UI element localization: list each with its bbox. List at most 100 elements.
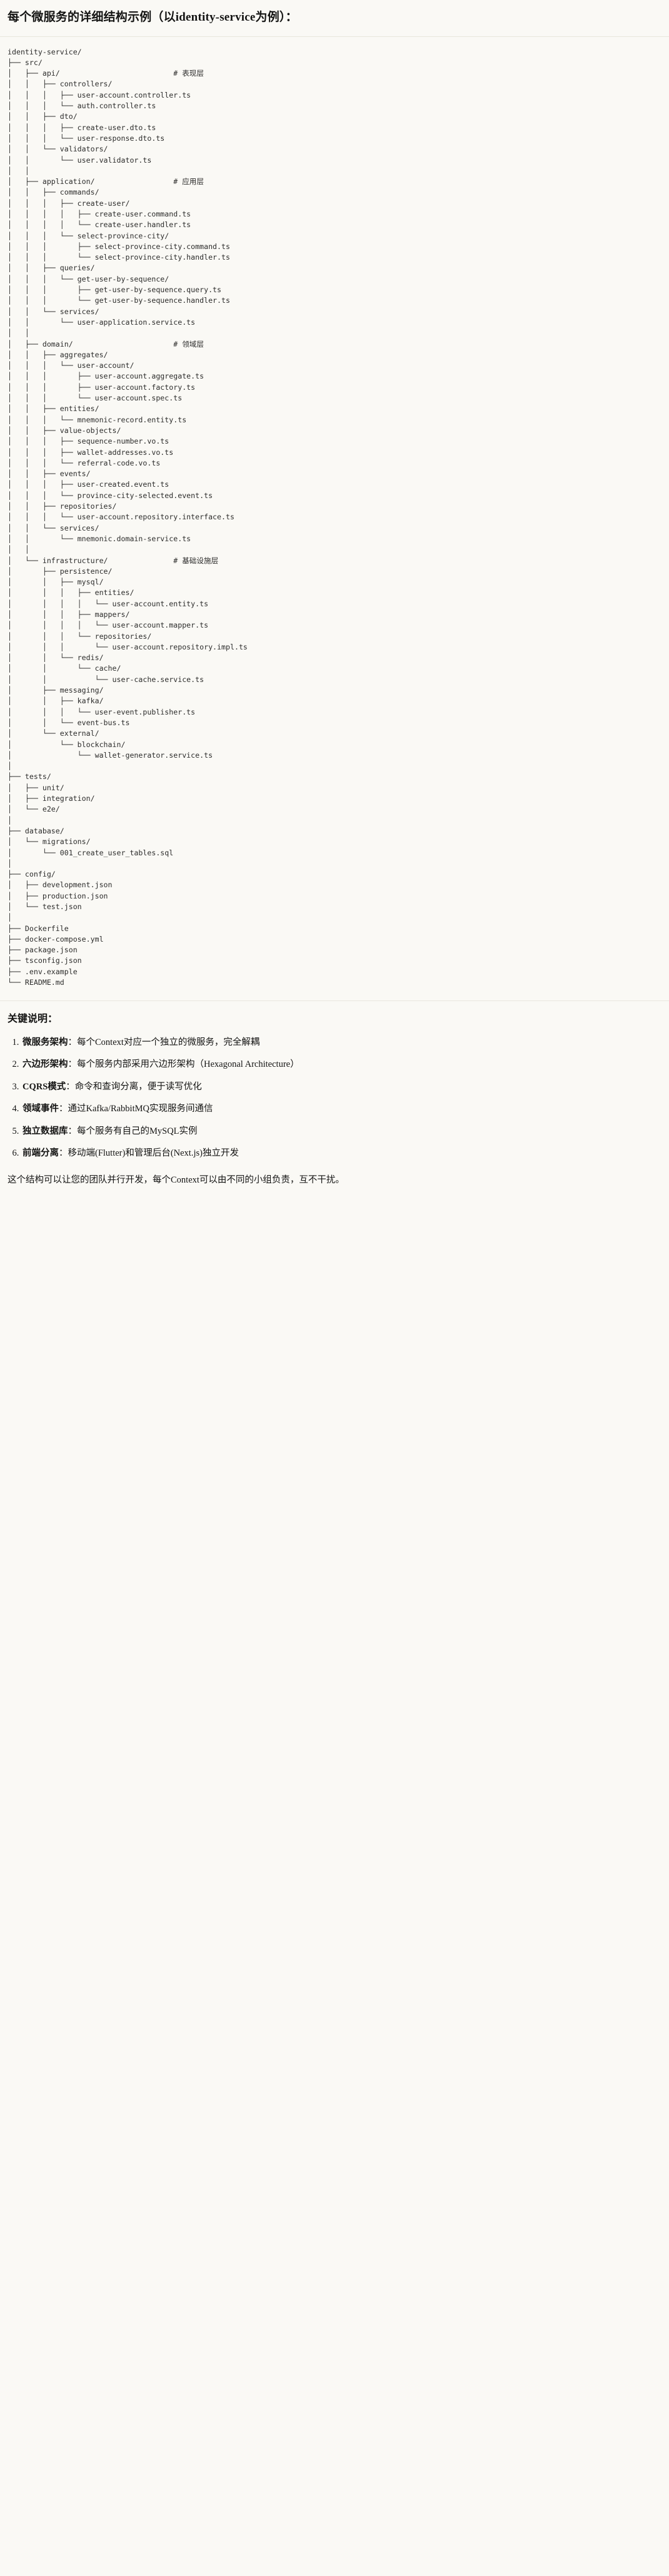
key-point-text: 命令和查询分离，便于读写优化	[74, 1081, 202, 1092]
key-point-item: 领域事件：通过Kafka/RabbitMQ实现服务间通信	[21, 1102, 661, 1116]
tree-line: │ ├── development.json	[8, 880, 113, 890]
key-point-term: 独立数据库	[23, 1126, 68, 1136]
tree-line: │ │ └── redis/	[8, 653, 104, 663]
tree-line: │ │ └── validators/	[8, 145, 108, 154]
tree-line: ├── package.json	[8, 945, 78, 955]
page-title: 每个微服务的详细结构示例（以identity-service为例）：	[8, 11, 298, 24]
key-point-item: 独立数据库：每个服务有自己的MySQL实例	[21, 1124, 661, 1138]
tree-line: │ │ │ └── user-account/	[8, 361, 134, 370]
tree-line: │ │ │ ├── user-created.event.ts	[8, 480, 169, 489]
tree-line: │ │ │ └── auth.controller.ts	[8, 101, 156, 111]
tree-line: │ └── wallet-generator.service.ts	[8, 750, 213, 760]
tree-line: │ │ │ └── mnemonic-record.entity.ts	[8, 415, 187, 424]
key-point-term: 微服务架构	[23, 1037, 68, 1047]
tree-line: ├── config/	[8, 870, 56, 879]
tree-line: │ └── blockchain/	[8, 740, 126, 749]
tree-line: │ ├── integration/	[8, 794, 95, 803]
tree-line: │ ├── production.json	[8, 891, 108, 900]
tree-line: │ │	[8, 545, 29, 554]
tree-line: │ │ ├── aggregates/	[8, 350, 108, 359]
tree-line: │ │ │ ├── get-user-by-sequence.query.ts	[8, 285, 222, 295]
page-root: 每个微服务的详细结构示例（以identity-service为例）： ident…	[0, 0, 669, 1203]
tree-line: │	[8, 913, 12, 922]
tree-line: ├── tsconfig.json	[8, 956, 82, 965]
tree-line: │ └── migrations/	[8, 837, 91, 847]
tree-line: │ │ │ ├── user-account.factory.ts	[8, 382, 196, 392]
key-point-separator: ：	[68, 1059, 78, 1070]
tree-line: │ │ └── user.validator.ts	[8, 155, 152, 165]
heading-block: 每个微服务的详细结构示例（以identity-service为例）：	[0, 0, 669, 37]
tree-line: │ │ ├── events/	[8, 469, 91, 479]
tree-line: │ │ │ │ ├── create-user.command.ts	[8, 210, 191, 218]
tree-line: │ │ │ └── select-province-city/	[8, 231, 169, 240]
tree-line: │ ├── unit/	[8, 783, 64, 792]
tree-line: │ │ │ ├── user-account.aggregate.ts	[8, 372, 204, 381]
tree-line: │ │ │ │ └── user-account.entity.ts	[8, 599, 209, 608]
tree-line: │ │ │ ├── create-user/	[8, 198, 130, 208]
key-point-separator: ：	[68, 1126, 78, 1136]
tree-line: │ └── infrastructure/ # 基础设施层	[8, 556, 219, 565]
tree-line: │ │ ├── kafka/	[8, 696, 104, 706]
key-point-item: 前端分离：移动端(Flutter)和管理后台(Next.js)独立开发	[21, 1146, 661, 1160]
tree-line: ├── docker-compose.yml	[8, 934, 104, 944]
tree-line: identity-service/	[8, 47, 82, 56]
footer-spacer	[0, 1196, 669, 1203]
key-point-separator: ：	[66, 1081, 75, 1092]
tree-line: │ │ │ └── province-city-selected.event.t…	[8, 491, 213, 500]
tree-line: ├── .env.example	[8, 967, 78, 976]
tree-line: │ │ │ └── get-user-by-sequence.handler.t…	[8, 296, 230, 305]
tree-line: │ ├── application/ # 应用层	[8, 177, 204, 186]
key-point-text: 通过Kafka/RabbitMQ实现服务间通信	[68, 1104, 213, 1114]
key-points-list: 微服务架构：每个Context对应一个独立的微服务，完全解耦六边形架构：每个服务…	[8, 1036, 661, 1161]
key-point-text: 每个服务内部采用六边形架构（Hexagonal Architecture）	[77, 1059, 299, 1070]
tree-line: │ │ ├── queries/	[8, 263, 95, 273]
tree-line: │ │ ├── entities/	[8, 404, 99, 414]
key-point-term: 六边形架构	[23, 1059, 68, 1070]
tree-line: │ │ │ ├── entities/	[8, 588, 134, 598]
tree-line: │ │ ├── mysql/	[8, 578, 104, 587]
tree-line: │ │ │ ├── sequence-number.vo.ts	[8, 437, 169, 446]
tree-line: │	[8, 858, 12, 868]
tree-line: │ └── 001_create_user_tables.sql	[8, 848, 174, 857]
tree-line: │ │ │ └── user-account.repository.interf…	[8, 512, 234, 522]
tree-line: │ │ │ ├── mappers/	[8, 609, 130, 619]
tree-line: │ │ │ ├── wallet-addresses.vo.ts	[8, 447, 174, 457]
tree-line: │ ├── persistence/	[8, 566, 113, 576]
tree-line: │ │ └── user-application.service.ts	[8, 317, 196, 327]
key-point-item: 微服务架构：每个Context对应一个独立的微服务，完全解耦	[21, 1036, 661, 1049]
directory-tree: identity-service/ ├── src/ │ ├── api/ # …	[8, 47, 661, 989]
tree-line: ├── database/	[8, 826, 64, 835]
tree-line: ├── src/	[8, 58, 43, 67]
key-point-term: CQRS模式	[23, 1081, 66, 1092]
tree-line: │	[8, 761, 12, 771]
key-points-title: 关键说明：	[8, 1014, 58, 1025]
key-point-separator: ：	[59, 1148, 68, 1159]
tree-line: │ │ │ └── user-event.publisher.ts	[8, 707, 196, 716]
tree-line: │ │	[8, 328, 29, 338]
tree-line: │	[8, 815, 12, 825]
tree-line: │ │ ├── commands/	[8, 188, 99, 197]
tree-line: │ │ ├── repositories/	[8, 502, 117, 511]
tree-line: │ │ │ ├── select-province-city.command.t…	[8, 242, 230, 251]
tree-line: │ │ │ └── user-response.dto.ts	[8, 133, 165, 143]
key-point-item: CQRS模式：命令和查询分离，便于读写优化	[21, 1080, 661, 1094]
tree-line: │ │ └── mnemonic.domain-service.ts	[8, 534, 191, 543]
tree-line: │ │ │ └── get-user-by-sequence/	[8, 274, 169, 283]
tree-line: │ │ └── services/	[8, 523, 99, 532]
tree-line: ├── Dockerfile	[8, 924, 69, 933]
tree-line: │ └── external/	[8, 729, 99, 738]
tree-line: │ │ └── services/	[8, 307, 99, 316]
key-point-term: 领域事件	[23, 1104, 59, 1114]
tree-line: │ │ └── cache/	[8, 664, 121, 673]
tree-line: │ │ ├── dto/	[8, 112, 78, 121]
key-point-item: 六边形架构：每个服务内部采用六边形架构（Hexagonal Architectu…	[21, 1057, 661, 1071]
key-point-separator: ：	[59, 1104, 68, 1114]
tree-line: │ ├── domain/ # 领域层	[8, 339, 204, 349]
tree-line: │ │ └── event-bus.ts	[8, 718, 130, 727]
tree-line: │ │ │ ├── create-user.dto.ts	[8, 123, 156, 132]
tree-line: │ │ │ └── select-province-city.handler.t…	[8, 253, 230, 262]
key-point-text: 每个Context对应一个独立的微服务，完全解耦	[77, 1037, 260, 1047]
tree-line: │ │ │ │ └── create-user.handler.ts	[8, 220, 191, 230]
tree-line: │ │ │ └── referral-code.vo.ts	[8, 458, 161, 467]
key-point-text: 每个服务有自己的MySQL实例	[77, 1126, 198, 1136]
